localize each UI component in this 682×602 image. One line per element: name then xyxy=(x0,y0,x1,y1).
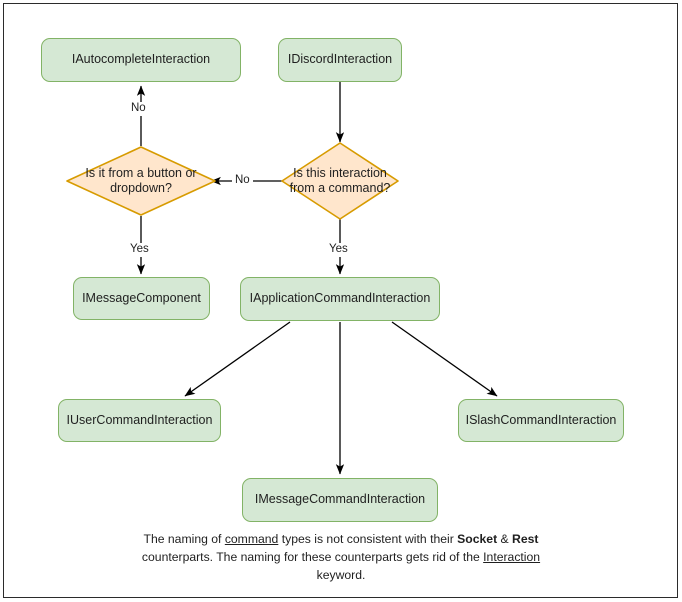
node-label: IAutocompleteInteraction xyxy=(71,52,211,67)
edge-application-command-to-user-command xyxy=(184,321,291,397)
edge-label-yes-message-component: Yes xyxy=(127,243,152,257)
node-message-component[interactable]: IMessageComponent xyxy=(73,277,210,320)
node-label: IApplicationCommandInteraction xyxy=(249,291,431,306)
footnote-line3-suffix: keyword. xyxy=(316,567,366,582)
diamond-shape xyxy=(281,142,399,220)
node-label: IMessageCommandInteraction xyxy=(254,492,426,507)
node-label: IUserCommandInteraction xyxy=(66,412,213,427)
footnote-ampersand: & xyxy=(497,532,513,546)
footnote: The naming of command types is not consi… xyxy=(131,531,551,585)
footnote-line1-suffix: types is not consistent with their xyxy=(278,532,454,546)
node-autocomplete-interaction[interactable]: IAutocompleteInteraction xyxy=(41,38,241,82)
node-message-command-interaction[interactable]: IMessageCommandInteraction xyxy=(242,478,438,522)
footnote-line1-prefix: The naming of xyxy=(143,532,225,546)
footnote-line2-suffix: counterparts. The naming for these xyxy=(141,549,332,564)
node-label: Is it from a button or dropdown? xyxy=(85,165,197,195)
node-slash-command-interaction[interactable]: ISlashCommandInteraction xyxy=(458,399,624,442)
edge-label-no-autocomplete: No xyxy=(128,102,149,116)
footnote-interaction-keyword: Interaction xyxy=(483,549,541,564)
node-discord-interaction[interactable]: IDiscordInteraction xyxy=(278,38,402,82)
node-command-question[interactable]: Is this interaction from a command? xyxy=(281,142,399,220)
footnote-rest-keyword: Rest xyxy=(512,532,539,546)
node-label: IMessageComponent xyxy=(82,290,201,305)
edge-application-command-to-slash-command xyxy=(391,321,498,397)
edge-label-no-between-questions: No xyxy=(232,174,253,188)
node-application-command-interaction[interactable]: IApplicationCommandInteraction xyxy=(240,277,440,321)
node-label: IDiscordInteraction xyxy=(287,52,393,67)
node-button-or-dropdown-question[interactable]: Is it from a button or dropdown? xyxy=(66,146,216,216)
footnote-socket-keyword: Socket xyxy=(457,532,498,546)
node-label: Is this interaction from a command? xyxy=(289,165,391,195)
node-label: ISlashCommandInteraction xyxy=(465,412,617,427)
edge-label-yes-application-command: Yes xyxy=(326,243,351,257)
footnote-command-keyword: command xyxy=(224,532,279,546)
footnote-line3-prefix: counterparts gets rid of the xyxy=(334,549,484,564)
diamond-shape xyxy=(66,146,216,216)
node-user-command-interaction[interactable]: IUserCommandInteraction xyxy=(58,399,221,442)
